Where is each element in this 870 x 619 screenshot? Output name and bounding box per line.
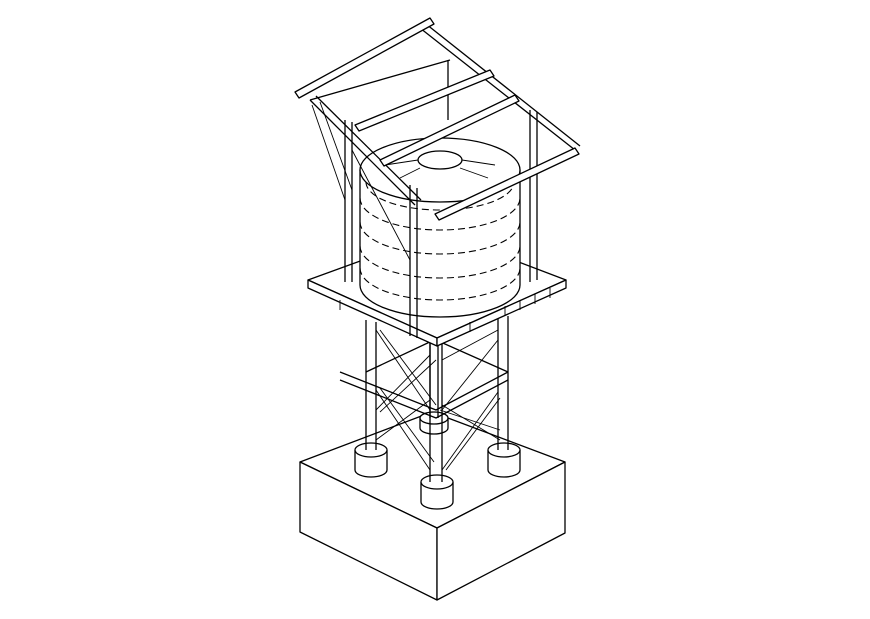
support-tower [339,300,509,482]
roof-support-frame [309,23,581,338]
footing-right [487,442,521,478]
rail-1 [294,17,435,99]
rail-3 [379,94,520,167]
rail-4 [434,147,580,221]
roof-rails [294,17,580,221]
footing-front [420,474,454,510]
footing-left [354,442,388,478]
tank-lid [417,150,463,170]
rail-2 [354,69,495,132]
footing-back [419,411,449,435]
column-footings [354,411,521,510]
